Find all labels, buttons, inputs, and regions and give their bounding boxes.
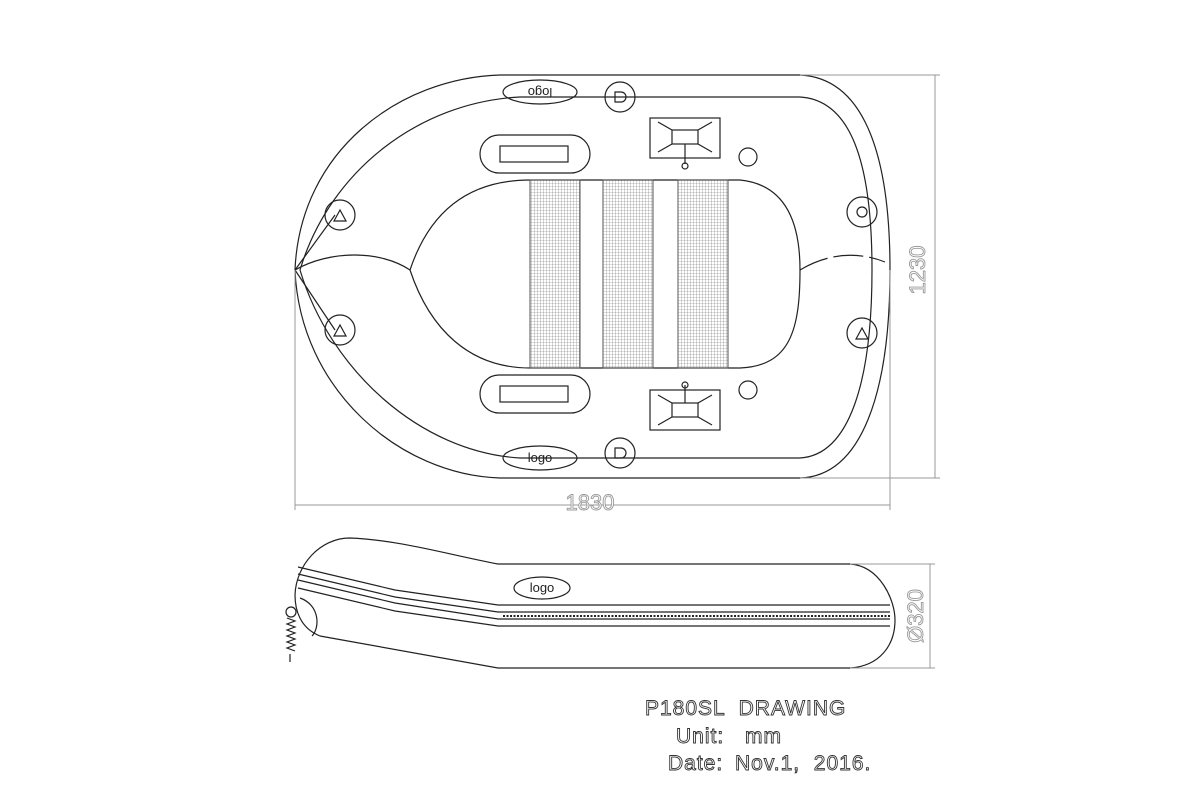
seat-2 (602, 179, 654, 369)
side-view: logo Ø320 (285, 537, 935, 669)
top-view: logo logo 1830 1230 (294, 74, 940, 515)
side-hull-outline (294, 537, 896, 669)
tow-spring-icon (285, 606, 297, 662)
tube-diameter-dimension: Ø320 (903, 589, 928, 643)
width-dimension-line (800, 74, 940, 479)
logo-text-side: logo (530, 580, 555, 595)
logo-text-bottom: logo (528, 450, 553, 465)
seat-1 (529, 179, 581, 369)
handle-bottom (479, 374, 591, 414)
handle-top (479, 134, 591, 174)
tube-dimension-line (850, 563, 935, 669)
width-dimension: 1230 (905, 246, 930, 295)
length-dimension: 1830 (566, 490, 615, 515)
logo-badge-bottom (502, 445, 578, 471)
seat-3 (677, 179, 729, 369)
tube-inner-outline (299, 96, 873, 459)
date-value: Nov.1, 2016. (735, 752, 872, 776)
logo-badge-top (502, 79, 578, 105)
unit-label: Unit: (676, 725, 725, 749)
handle-bottom-grip (499, 385, 569, 403)
stern-seam (799, 254, 886, 271)
logo-text-top: logo (528, 85, 553, 100)
length-dimension-line (294, 270, 891, 510)
side-stripes (297, 566, 890, 627)
bow-seam (294, 254, 411, 271)
logo-badge-side (513, 576, 571, 600)
hull-outer-outline (294, 74, 891, 479)
handle-top-grip (499, 145, 569, 163)
d-ring-icon (324, 81, 878, 469)
date-label: Date: (668, 752, 724, 776)
side-bow-cap (299, 597, 318, 637)
drawing-title: P180SL DRAWING (645, 697, 847, 721)
unit-value: mm (745, 725, 782, 749)
valve-top (738, 147, 758, 167)
floor-outline (409, 179, 801, 369)
valve-bottom (738, 380, 758, 400)
oarlock-icon (649, 117, 721, 431)
